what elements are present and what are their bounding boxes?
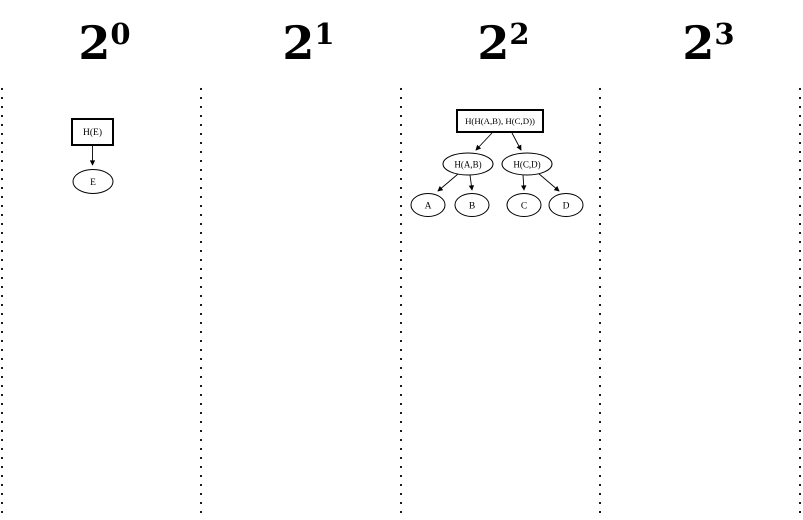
internal-label-HCD: H(C,D) xyxy=(513,160,540,170)
column-header-2^3: 23 xyxy=(608,14,803,78)
leaf-label-A: A xyxy=(425,202,432,212)
header-base: 2 xyxy=(282,16,314,70)
root-hash-box xyxy=(71,118,114,146)
leaf-node-D xyxy=(548,193,584,217)
column-divider-dotted-1 xyxy=(1,88,3,520)
edge-HAB-to-B xyxy=(468,174,475,191)
header-exponent: 1 xyxy=(314,17,334,51)
root-hash-label: H(H(A,B), H(C,D)) xyxy=(465,116,535,126)
column-header-2^2: 22 xyxy=(403,14,603,78)
edge-root-to-HCD xyxy=(511,132,522,151)
leaf-node-A xyxy=(410,193,446,217)
leaf-node-B xyxy=(454,193,490,217)
header-exponent: 2 xyxy=(509,17,529,51)
column-header-2^0: 20 xyxy=(4,14,204,78)
root-hash-box xyxy=(456,109,544,133)
column-divider-dotted-4 xyxy=(599,88,601,520)
column-divider-dotted-5 xyxy=(799,88,801,520)
header-base: 2 xyxy=(682,16,714,70)
header-base: 2 xyxy=(477,16,509,70)
header-exponent: 3 xyxy=(714,17,734,51)
leaf-label-D: D xyxy=(563,202,570,212)
header-exponent: 0 xyxy=(110,17,130,51)
hash-tree-size-1: H(E) E xyxy=(71,118,114,194)
header-base: 2 xyxy=(78,16,110,70)
hash-tree-size-4: H(H(A,B), H(C,D)) H(A,B) H(C,D) A B C D xyxy=(410,109,584,217)
edge-HCD-to-C xyxy=(521,174,527,191)
leaf-label-E: E xyxy=(90,178,96,188)
internal-node-HCD xyxy=(501,152,553,176)
leaf-node-E xyxy=(72,169,114,194)
internal-label-HAB: H(A,B) xyxy=(454,160,481,170)
edge-HCD-to-D xyxy=(537,172,560,192)
internal-node-HAB xyxy=(442,152,494,176)
leaf-label-B: B xyxy=(469,202,475,212)
edge-root-to-HAB xyxy=(475,132,493,151)
column-header-2^1: 21 xyxy=(208,14,408,78)
root-hash-label: H(E) xyxy=(83,127,102,138)
column-divider-dotted-3 xyxy=(400,88,402,520)
edge-HAB-to-A xyxy=(437,173,459,192)
column-divider-dotted-2 xyxy=(200,88,202,520)
leaf-label-C: C xyxy=(521,202,527,212)
leaf-node-C xyxy=(506,193,542,217)
